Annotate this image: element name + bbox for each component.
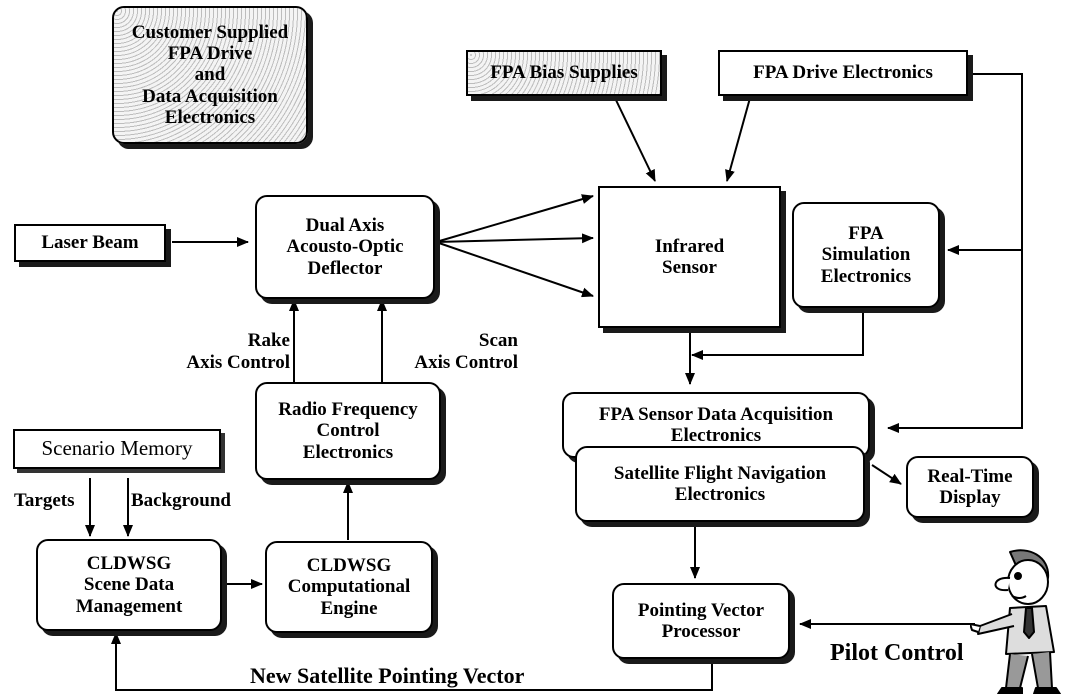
real-time-display-block: Real-Time Display — [906, 456, 1034, 518]
fpa-simulation-electronics-block: FPA Simulation Electronics — [792, 202, 940, 308]
computational-engine-block: CLDWSG Computational Engine — [265, 541, 433, 633]
arrow-drive-to-fpa-sim — [947, 73, 1023, 255]
arrow-bias-to-sensor — [614, 97, 656, 182]
fpa-bias-supplies-block: FPA Bias Supplies — [466, 50, 662, 96]
laser-beam-block: Laser Beam — [14, 224, 166, 262]
arrow-deflector-to-sensor-3 — [435, 241, 594, 298]
new-satellite-pointing-vector-label: New Satellite Pointing Vector — [250, 663, 525, 688]
arrow-drive-to-fpa-data — [887, 250, 1023, 433]
customer-supplied-electronics-block: Customer Supplied FPA Drive and Data Acq… — [112, 6, 308, 144]
rf-control-electronics-block: Radio Frequency Control Electronics — [255, 382, 441, 480]
acousto-optic-deflector-block: Dual Axis Acousto-Optic Deflector — [255, 195, 435, 299]
arrow-new-pointing-vector — [111, 632, 713, 691]
arrow-drive-to-sensor — [725, 97, 751, 182]
rake-axis-control-label: Rake Axis Control — [186, 330, 290, 373]
background-label: Background — [131, 490, 231, 511]
satellite-flight-navigation-block: Satellite Flight Navigation Electronics — [575, 446, 865, 522]
scan-axis-control-label: Scan Axis Control — [414, 330, 518, 373]
fpa-drive-electronics-block: FPA Drive Electronics — [718, 50, 968, 96]
arrow-satnav-to-display — [871, 464, 902, 485]
pointing-vector-processor-block: Pointing Vector Processor — [612, 583, 790, 659]
scenario-memory-block: Scenario Memory — [13, 429, 221, 469]
pilot-control-label: Pilot Control — [830, 640, 964, 666]
infrared-sensor-block: Infrared Sensor — [598, 186, 781, 328]
arrow-deflector-to-sensor-2 — [435, 233, 594, 244]
pilot-figure-icon — [970, 549, 1061, 694]
arrow-fpa-sim-to-fpa-data — [691, 312, 864, 360]
targets-label: Targets — [14, 490, 75, 511]
scene-data-management-block: CLDWSG Scene Data Management — [36, 539, 222, 631]
arrow-deflector-to-sensor-1 — [435, 194, 594, 243]
